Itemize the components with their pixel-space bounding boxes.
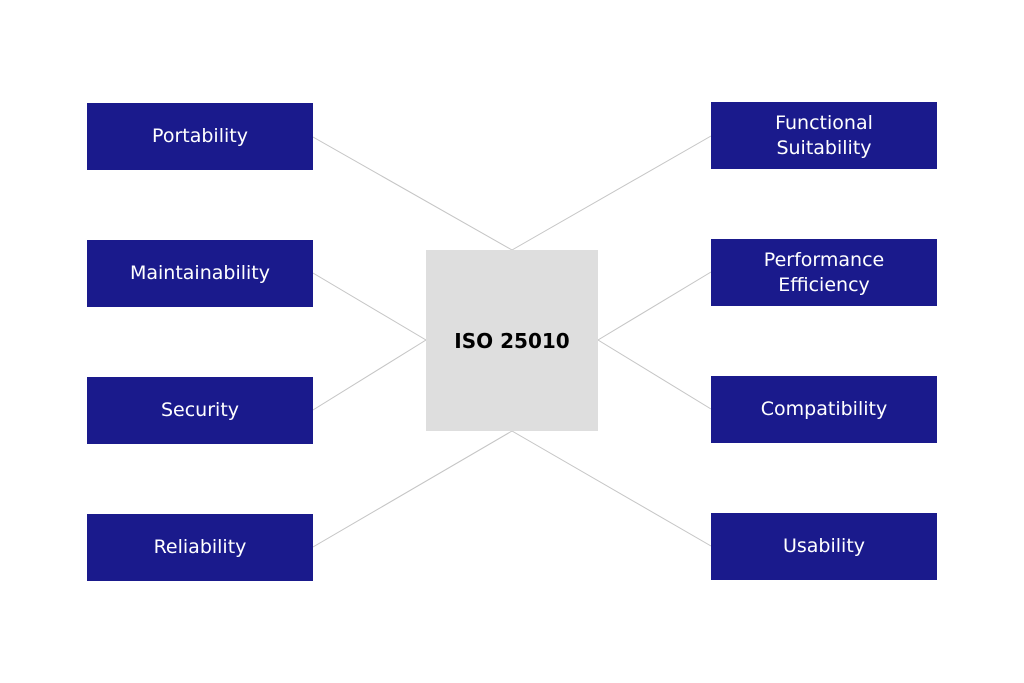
node-functional-suitability: Functional Suitability — [711, 102, 937, 169]
node-maintainability: Maintainability — [87, 240, 313, 307]
node-security: Security — [87, 377, 313, 444]
connector-functional-suitability — [511, 135, 712, 251]
node-reliability: Reliability — [87, 514, 313, 581]
connector-performance-efficiency — [597, 271, 712, 341]
node-performance-efficiency: Performance Efficiency — [711, 239, 937, 306]
connector-reliability — [312, 430, 513, 548]
connector-maintainability — [312, 272, 427, 341]
connector-usability — [511, 430, 712, 547]
connector-security — [312, 339, 427, 411]
node-portability: Portability — [87, 103, 313, 170]
node-compatibility: Compatibility — [711, 376, 937, 443]
node-usability: Usability — [711, 513, 937, 580]
connector-compatibility — [597, 339, 712, 410]
center-node-iso-25010: ISO 25010 — [426, 250, 598, 431]
connector-portability — [312, 136, 513, 251]
